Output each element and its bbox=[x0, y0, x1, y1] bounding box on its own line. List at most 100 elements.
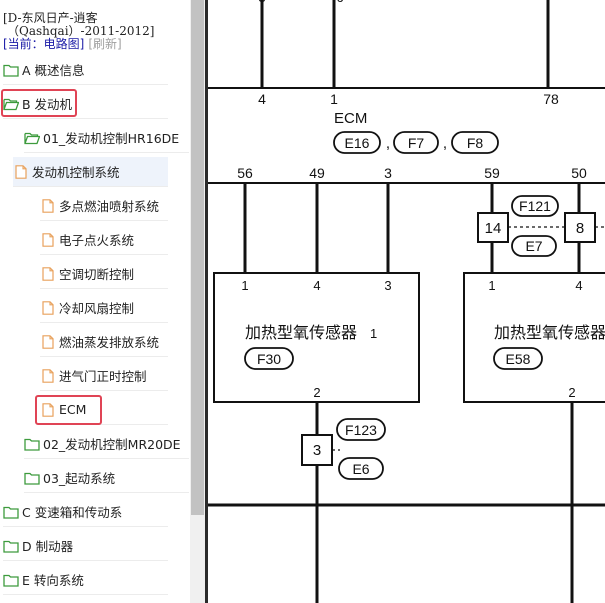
pin-label: 3 bbox=[384, 165, 392, 181]
tree-node-label: B 发动机 bbox=[22, 97, 73, 112]
pin-label: 2 bbox=[568, 385, 575, 400]
wiring-diagram: 3 6 4 1 78 ECM E16 , F7 , F8 56 49 3 59 … bbox=[208, 0, 605, 603]
page-icon bbox=[40, 266, 56, 281]
sensor-name: 加热型氧传感器 bbox=[245, 324, 357, 342]
tree-scrollbar[interactable] bbox=[190, 0, 205, 603]
vehicle-title: [D-东风日产-逍客 bbox=[3, 11, 98, 25]
ecm-label: ECM bbox=[334, 110, 367, 127]
connector-capsule bbox=[338, 457, 384, 480]
connector-capsule bbox=[511, 195, 559, 217]
tree-node-label: 冷却风扇控制 bbox=[59, 301, 135, 316]
pin-label: 4 bbox=[258, 91, 266, 107]
tree-node-multipoint-injection[interactable]: 多点燃油喷射系统 bbox=[40, 191, 168, 221]
tree-node-engine-control-hr16de[interactable]: 01_发动机控制HR16DE bbox=[24, 123, 189, 153]
refresh-link[interactable]: [刷新] bbox=[88, 37, 122, 51]
folder-closed-icon bbox=[3, 505, 19, 519]
pin-label: 50 bbox=[571, 165, 587, 181]
pin-label: 56 bbox=[237, 165, 253, 181]
joint-number: 3 bbox=[313, 442, 321, 459]
tree-node-d-brakes[interactable]: D 制动器 bbox=[3, 531, 168, 561]
sensor-index: 1 bbox=[370, 326, 377, 341]
tree-node-b-engine[interactable]: B 发动机 bbox=[3, 89, 168, 119]
joint-number: 14 bbox=[485, 220, 502, 237]
pin-label: 4 bbox=[313, 278, 320, 293]
page-icon bbox=[40, 232, 56, 247]
tree-node-label: 发动机控制系统 bbox=[32, 165, 120, 180]
tree-node-label: D 制动器 bbox=[22, 539, 74, 554]
tree-node-cooling-fan[interactable]: 冷却风扇控制 bbox=[40, 293, 168, 323]
pin-label: 4 bbox=[575, 278, 582, 293]
pin-label: 1 bbox=[330, 91, 338, 107]
connector-capsule bbox=[393, 131, 439, 154]
tree-node-engine-control-system[interactable]: 发动机控制系统 bbox=[13, 157, 168, 187]
cut-label-2: 6 bbox=[336, 0, 343, 5]
connector-label: E58 bbox=[506, 351, 531, 367]
tree-node-label: 多点燃油喷射系统 bbox=[59, 199, 160, 214]
tree-node-label: 空调切断控制 bbox=[59, 267, 135, 282]
folder-closed-icon bbox=[24, 471, 40, 485]
scrollbar-thumb[interactable] bbox=[191, 0, 204, 515]
tree-node-label: 03_起动系统 bbox=[43, 471, 116, 486]
connector-label: F8 bbox=[467, 135, 484, 151]
page-icon bbox=[40, 368, 56, 383]
connector-capsule bbox=[333, 131, 381, 154]
vehicle-subtitle: （Qashqai）-2011-2012] bbox=[7, 24, 155, 38]
tree-node-label: 电子点火系统 bbox=[59, 233, 135, 248]
joint-connector-box bbox=[301, 434, 333, 466]
tree-node-ignition[interactable]: 电子点火系统 bbox=[40, 225, 168, 255]
wiring-diagram-svg: 3 6 4 1 78 ECM E16 , F7 , F8 56 49 3 59 … bbox=[208, 0, 605, 603]
folder-closed-icon bbox=[3, 573, 19, 587]
pin-label: 59 bbox=[484, 165, 500, 181]
page-icon bbox=[40, 334, 56, 349]
connector-capsule bbox=[244, 347, 294, 370]
tree-panel: [D-东风日产-逍客 （Qashqai）-2011-2012] [当前：电路图]… bbox=[0, 0, 190, 603]
folder-closed-icon bbox=[3, 539, 19, 553]
tree-node-e-steering[interactable]: E 转向系统 bbox=[3, 565, 168, 595]
tree-node-label: A 概述信息 bbox=[22, 63, 85, 78]
tree-node-label: 燃油蒸发排放系统 bbox=[59, 335, 160, 350]
joint-connector-box bbox=[564, 212, 596, 243]
tree-node-label: ECM bbox=[59, 402, 87, 417]
connector-capsule bbox=[493, 347, 543, 370]
folder-open-icon bbox=[24, 131, 41, 145]
connector-label: E7 bbox=[525, 238, 542, 254]
folder-closed-icon bbox=[24, 437, 40, 451]
tree-node-starting-system[interactable]: 03_起动系统 bbox=[24, 463, 189, 493]
tree-node-valve-timing[interactable]: 进气门正时控制 bbox=[40, 361, 168, 391]
connector-label: F7 bbox=[408, 135, 425, 151]
connector-capsule bbox=[511, 235, 557, 257]
page-icon bbox=[13, 164, 29, 179]
sensor-name: 加热型氧传感器 bbox=[494, 324, 605, 342]
connector-separator: , bbox=[386, 135, 390, 152]
folder-closed-icon bbox=[3, 63, 19, 77]
tree-node-c-transmission[interactable]: C 变速箱和传动系 bbox=[3, 497, 168, 527]
cut-label-1: 3 bbox=[258, 0, 265, 5]
pin-label: 1 bbox=[488, 278, 495, 293]
connector-capsule bbox=[336, 418, 386, 441]
tree-header: [D-东风日产-逍客 （Qashqai）-2011-2012] [当前：电路图]… bbox=[3, 12, 154, 51]
tree-node-label: E 转向系统 bbox=[22, 573, 84, 588]
tree-node-label: 02_发动机控制MR20DE bbox=[43, 437, 181, 452]
pin-label: 3 bbox=[384, 278, 391, 293]
panel-divider[interactable] bbox=[205, 0, 208, 603]
tree-node-engine-control-mr20de[interactable]: 02_发动机控制MR20DE bbox=[24, 429, 189, 459]
sensor-box bbox=[213, 272, 420, 403]
tree-node-label: 进气门正时控制 bbox=[59, 369, 147, 384]
sensor-box bbox=[463, 272, 605, 403]
tree-node-a-overview[interactable]: A 概述信息 bbox=[3, 55, 168, 85]
page-icon bbox=[40, 198, 56, 213]
tree-node-ecm[interactable]: ECM bbox=[40, 395, 168, 425]
connector-label: F123 bbox=[345, 422, 377, 438]
pin-label: 1 bbox=[241, 278, 248, 293]
connector-capsule bbox=[451, 131, 499, 154]
tree-node-label: C 变速箱和传动系 bbox=[22, 505, 123, 520]
tree-node-ac-cut[interactable]: 空调切断控制 bbox=[40, 259, 168, 289]
folder-open-icon bbox=[3, 97, 20, 111]
tree-node-evap-emission[interactable]: 燃油蒸发排放系统 bbox=[40, 327, 168, 357]
connector-separator: , bbox=[443, 135, 447, 152]
connector-label: E16 bbox=[345, 135, 370, 151]
pin-label: 2 bbox=[313, 385, 320, 400]
tree-node-label: 01_发动机控制HR16DE bbox=[43, 131, 180, 146]
page-icon bbox=[40, 300, 56, 315]
page-icon bbox=[40, 402, 56, 417]
